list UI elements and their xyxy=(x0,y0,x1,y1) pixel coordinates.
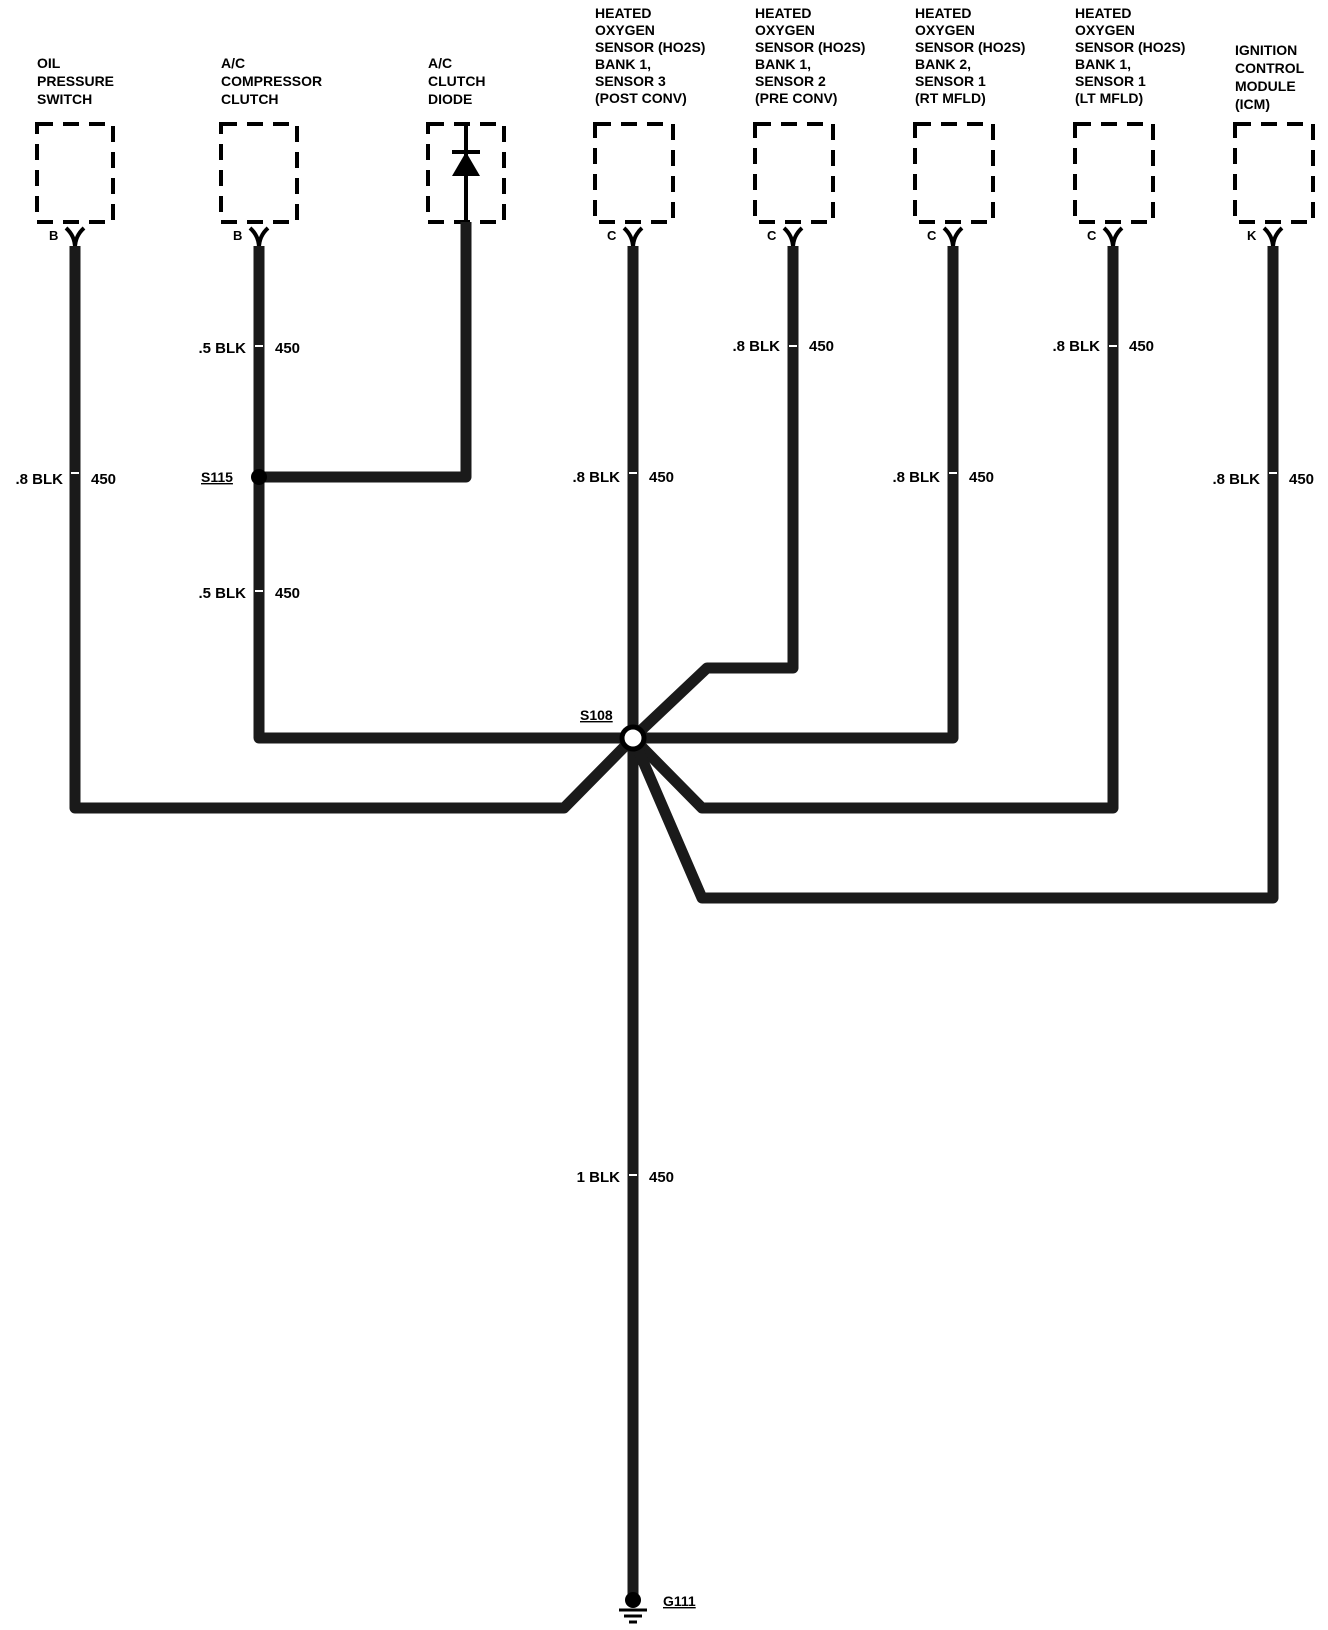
wire-s2 xyxy=(629,246,799,742)
component-boxes xyxy=(35,122,1315,224)
ho2s-bank2-sensor1-label: HEATED OXYGEN SENSOR (HO2S) BANK 2, SENS… xyxy=(915,5,1029,106)
terminal-s2 xyxy=(782,226,804,249)
splice-s115 xyxy=(251,469,267,485)
wire-label-ac-bottom-circuit: 450 xyxy=(275,585,300,602)
ho2s-bank1-sensor2-label: HEATED OXYGEN SENSOR (HO2S) BANK 1, SENS… xyxy=(755,5,869,106)
connector-terminals xyxy=(64,226,1284,249)
ac-compressor-clutch-box xyxy=(219,122,299,224)
wire-label-s1-size: .8 BLK xyxy=(572,469,620,486)
wire-labels: .8 BLK 450 .5 BLK 450 .5 BLK 450 .8 BLK … xyxy=(15,338,1314,1186)
wire-s4 xyxy=(629,246,1119,814)
wire-label-oil-circuit: 450 xyxy=(91,471,116,488)
wire-label-s4-size: .8 BLK xyxy=(1052,338,1100,355)
ho2s-bank1-sensor1-box xyxy=(1073,122,1155,224)
oil-pressure-switch-label: OIL PRESSURE SWITCH xyxy=(37,55,118,107)
oil-pressure-switch-box xyxy=(35,122,115,224)
terminal-icm xyxy=(1262,226,1284,249)
wire-label-ground-size: 1 BLK xyxy=(577,1169,621,1186)
splice-s108 xyxy=(619,724,647,752)
ground-g111: G111 xyxy=(619,1592,696,1624)
component-labels: OIL PRESSURE SWITCH A/C COMPRESSOR CLUTC… xyxy=(37,5,1308,112)
terminal-oil xyxy=(64,226,86,249)
splices: S115 S108 xyxy=(201,469,647,752)
pin-s4: C xyxy=(1087,228,1097,243)
wire-s3 xyxy=(633,246,959,744)
diode-symbol xyxy=(452,124,480,222)
splice-s115-label: S115 xyxy=(201,469,233,485)
terminal-s1 xyxy=(622,226,644,249)
pin-s3: C xyxy=(927,228,937,243)
wire-label-s3-circuit: 450 xyxy=(969,469,994,486)
ac-clutch-diode-label: A/C CLUTCH DIODE xyxy=(428,55,489,107)
terminal-s3 xyxy=(942,226,964,249)
wire-label-s2-size: .8 BLK xyxy=(732,338,780,355)
wire-diode xyxy=(259,222,472,483)
ho2s-bank1-sensor3-box xyxy=(593,122,675,224)
wire-label-s3-size: .8 BLK xyxy=(892,469,940,486)
pin-s2: C xyxy=(767,228,777,243)
pin-icm: K xyxy=(1247,228,1257,243)
wire-label-ground-circuit: 450 xyxy=(649,1169,674,1186)
pin-oil: B xyxy=(49,228,58,243)
wire-label-s2-circuit: 450 xyxy=(809,338,834,355)
wire-label-oil-size: .8 BLK xyxy=(15,471,63,488)
ground-g111-label: G111 xyxy=(663,1593,696,1609)
pin-ac-clutch: B xyxy=(233,228,242,243)
wire-label-s1-circuit: 450 xyxy=(649,469,674,486)
wire-label-icm-circuit: 450 xyxy=(1289,471,1314,488)
splice-s108-label: S108 xyxy=(580,707,613,723)
ho2s-bank1-sensor1-label: HEATED OXYGEN SENSOR (HO2S) BANK 1, SENS… xyxy=(1075,5,1189,106)
wire-label-ac-bottom-size: .5 BLK xyxy=(198,585,246,602)
wire-label-ac-top-size: .5 BLK xyxy=(198,340,246,357)
terminal-ac-clutch xyxy=(248,226,270,249)
wire-ac-clutch xyxy=(253,246,633,744)
ac-compressor-clutch-label: A/C COMPRESSOR CLUTCH xyxy=(221,55,326,107)
ho2s-bank1-sensor2-box xyxy=(753,122,835,224)
pin-labels: B B C C C C K xyxy=(49,228,1257,243)
wire-label-s4-circuit: 450 xyxy=(1129,338,1154,355)
wire-label-ticks xyxy=(71,345,1277,1176)
wire-oil xyxy=(69,246,637,814)
ignition-control-module-box xyxy=(1233,122,1315,224)
wire-label-ac-top-circuit: 450 xyxy=(275,340,300,357)
ignition-control-module-label: IGNITION CONTROL MODULE (ICM) xyxy=(1235,42,1308,112)
ho2s-bank1-sensor3-label: HEATED OXYGEN SENSOR (HO2S) BANK 1, SENS… xyxy=(595,5,709,106)
wires xyxy=(69,222,1279,1600)
wire-label-icm-size: .8 BLK xyxy=(1212,471,1260,488)
wire-icm xyxy=(627,246,1279,904)
terminal-s4 xyxy=(1102,226,1124,249)
ho2s-bank2-sensor1-box xyxy=(913,122,995,224)
pin-s1: C xyxy=(607,228,617,243)
